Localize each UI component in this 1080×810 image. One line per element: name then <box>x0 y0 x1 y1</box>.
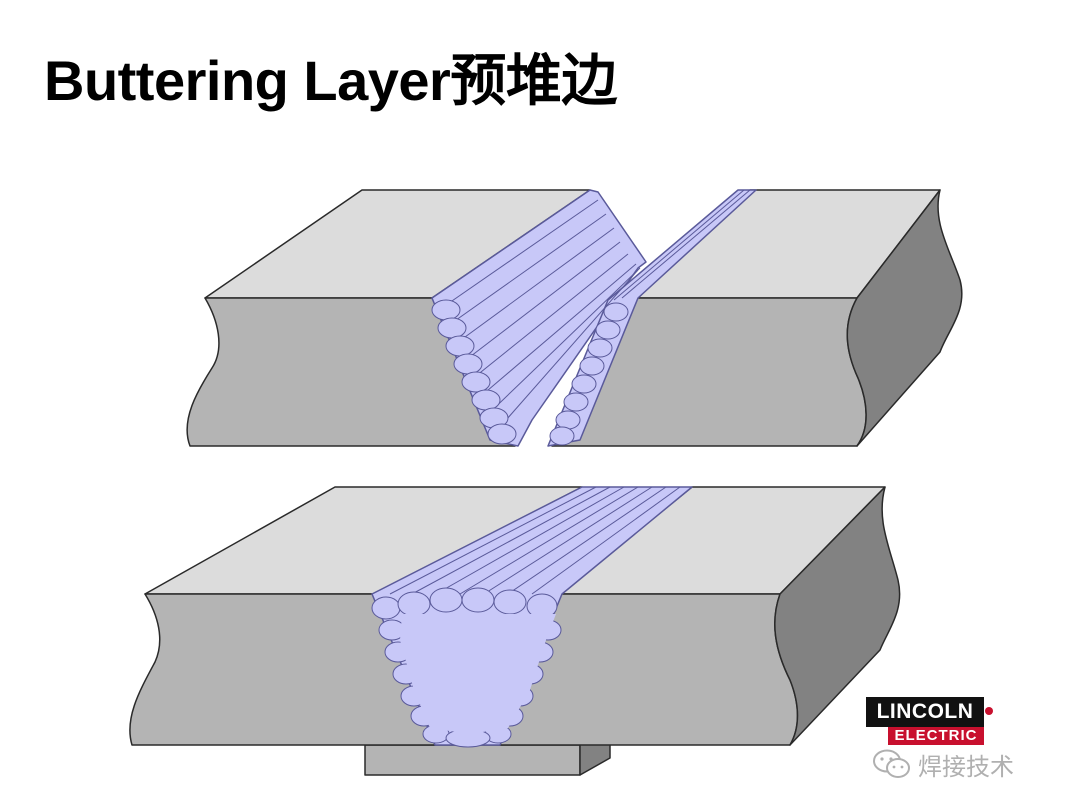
registered-mark-icon <box>985 707 993 715</box>
top-right-plate-side <box>846 189 963 447</box>
slide-title: Buttering Layer预堆边 <box>44 49 617 112</box>
wechat-icon <box>873 749 910 778</box>
bottom-weld-core <box>400 614 556 734</box>
bottom-bead-lines <box>389 486 681 595</box>
lincoln-electric-logo: LINCOLN ELECTRIC <box>866 697 993 745</box>
watermark-text: 焊接技术 <box>918 752 1014 781</box>
top-right-bead-lines <box>613 189 751 301</box>
top-right-buttering-layer <box>547 189 757 447</box>
top-right-bead-ends <box>549 302 629 446</box>
logo-bottom-text: ELECTRIC <box>888 727 984 745</box>
watermark: 焊接技术 <box>872 748 1014 781</box>
bottom-left-plate-front <box>129 593 436 746</box>
top-joint <box>186 189 963 447</box>
top-left-bead-lines <box>435 199 641 437</box>
logo-top-text: LINCOLN <box>866 697 984 727</box>
top-left-plate-front <box>186 297 516 447</box>
bottom-right-plate-side <box>774 486 901 746</box>
top-left-bead-ends <box>431 299 517 445</box>
bottom-backing-strip <box>364 744 581 776</box>
